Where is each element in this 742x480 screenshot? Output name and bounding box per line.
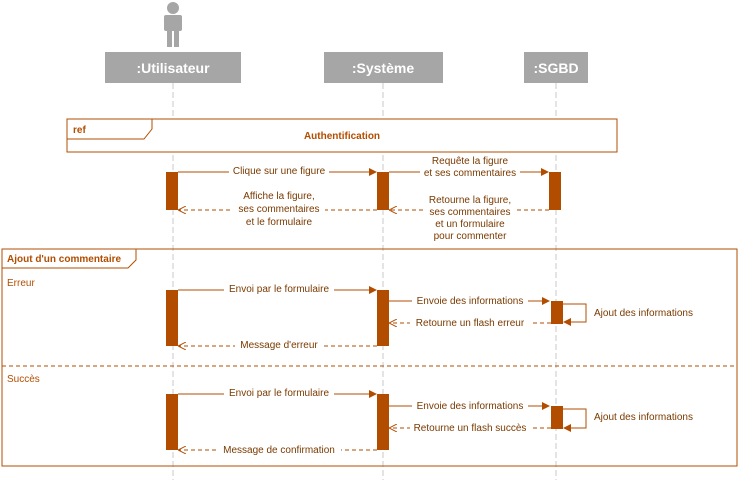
message-reply-db-error: Retourne un flash erreur [390, 317, 551, 329]
message-display-line-3: et le formulaire [246, 217, 313, 228]
participant-user: :Utilisateur [105, 52, 241, 83]
ref-tag: ref [73, 125, 86, 136]
message-display-line-1: Affiche la figure, [243, 191, 315, 202]
message-return-line-3: et un formulaire [435, 219, 505, 230]
alt-frame-title: Ajout d'un commentaire [7, 254, 121, 265]
message-reply-user-error: Message d'erreur [179, 339, 377, 351]
activation-system-3 [377, 394, 389, 450]
message-reply-db-success: Retourne un flash succès [390, 422, 551, 434]
message-forward-error-label: Envoie des informations [417, 296, 524, 307]
message-send-form-error: Envoi par le formulaire [178, 283, 377, 295]
activation-db-1 [549, 172, 561, 210]
message-request-figure: Requête la figure et ses commentaires [389, 156, 549, 179]
message-request-line-1: Requête la figure [432, 156, 509, 167]
message-reply-db-success-label: Retourne un flash succès [414, 423, 527, 434]
message-self-error-label: Ajout des informations [594, 308, 693, 319]
participant-system-label: :Système [352, 60, 414, 76]
message-send-form-success-label: Envoi par le formulaire [229, 388, 329, 399]
activation-user-2 [166, 290, 178, 346]
message-click-figure: Clique sur une figure [178, 165, 377, 177]
actor-icon [164, 2, 182, 47]
message-self-error: Ajout des informations [563, 303, 693, 326]
activation-db-2 [551, 301, 563, 324]
ref-title: Authentification [304, 131, 380, 142]
participant-db: :SGBD [524, 52, 588, 83]
ref-frame: ref Authentification [66, 118, 618, 153]
message-forward-success: Envoie des informations [389, 400, 550, 412]
message-reply-user-success-label: Message de confirmation [223, 445, 335, 456]
message-forward-error: Envoie des informations [389, 295, 550, 307]
participant-user-label: :Utilisateur [136, 60, 210, 76]
activation-db-3 [551, 406, 563, 429]
message-forward-success-label: Envoie des informations [417, 401, 524, 412]
message-click-figure-label: Clique sur une figure [233, 166, 326, 177]
alt-frame: Ajout d'un commentaire Erreur Succès [1, 248, 738, 467]
message-return-line-1: Retourne la figure, [429, 195, 511, 206]
participant-db-label: :SGBD [533, 60, 578, 76]
message-display-figure: Affiche la figure, ses commentaires et l… [179, 190, 377, 228]
message-reply-db-error-label: Retourne un flash erreur [416, 318, 525, 329]
message-return-figure: Retourne la figure, ses commentaires et … [390, 193, 549, 243]
activation-user-3 [166, 394, 178, 450]
activation-system-1 [377, 172, 389, 210]
activation-user-1 [166, 172, 178, 210]
activation-system-2 [377, 290, 389, 346]
guard-error: Erreur [7, 278, 35, 289]
message-return-line-4: pour commenter [434, 231, 507, 242]
participant-system: :Système [324, 52, 443, 83]
message-send-form-error-label: Envoi par le formulaire [229, 284, 329, 295]
message-display-line-2: ses commentaires [238, 204, 319, 215]
message-return-line-2: ses commentaires [429, 207, 510, 218]
message-reply-user-success: Message de confirmation [179, 443, 377, 456]
guard-success: Succès [7, 374, 40, 385]
message-send-form-success: Envoi par le formulaire [178, 387, 377, 399]
message-request-line-2: et ses commentaires [424, 168, 516, 179]
message-self-success: Ajout des informations [563, 408, 693, 432]
message-self-success-label: Ajout des informations [594, 412, 693, 423]
message-reply-user-error-label: Message d'erreur [240, 340, 318, 351]
